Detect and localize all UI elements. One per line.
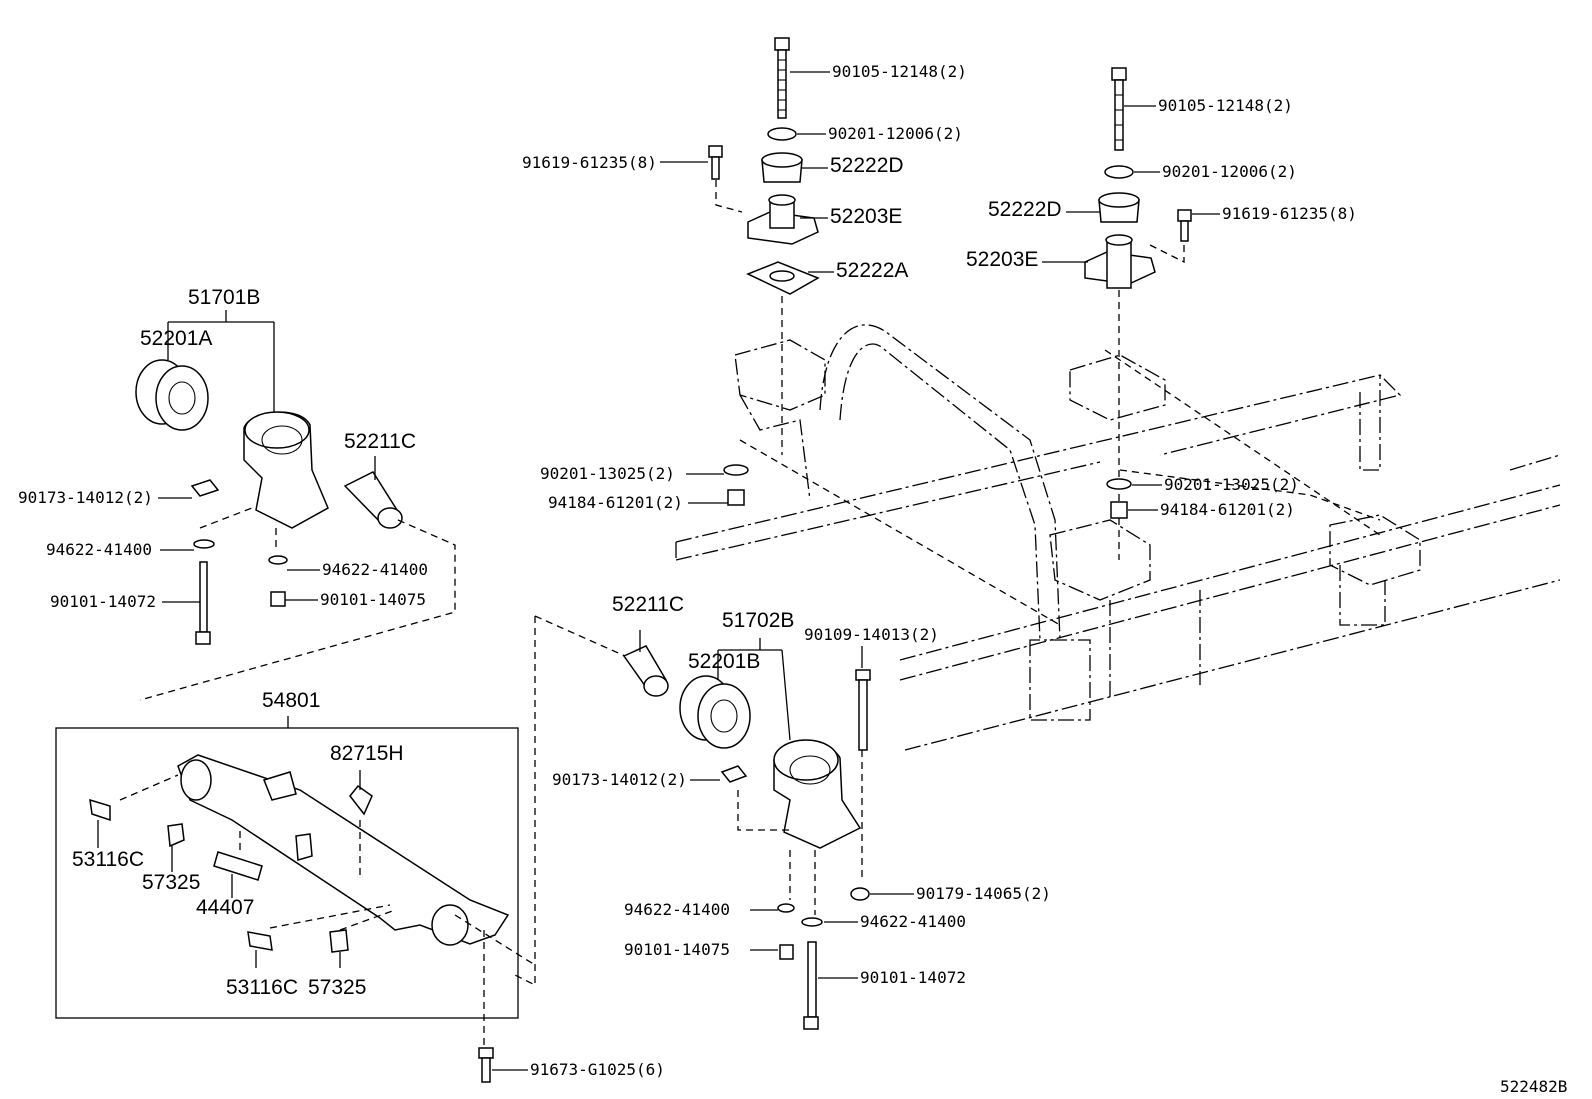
label-44407: 44407 (196, 896, 255, 919)
label-90173-14012-left: 90173-14012(2) (18, 488, 153, 507)
label-51702B: 51702B (722, 609, 795, 632)
label-91619-61235-right: 91619-61235(8) (1222, 204, 1357, 223)
right-bracket-assembly (514, 615, 871, 1030)
label-90173-14012-mid: 90173-14012(2) (552, 770, 687, 789)
label-52211C-left: 52211C (344, 430, 417, 453)
label-90201-12006-top: 90201-12006(2) (828, 124, 963, 143)
label-91673-G1025: 91673-G1025(6) (530, 1060, 665, 1079)
label-90105-12148-right: 90105-12148(2) (1158, 96, 1293, 115)
label-51701B: 51701B (188, 286, 261, 309)
label-94622-41400-c: 94622-41400 (624, 900, 730, 919)
label-90101-14075-left: 90101-14075 (320, 590, 426, 609)
label-52222A: 52222A (836, 259, 909, 282)
label-57325-a: 57325 (142, 871, 201, 894)
label-52222D-top: 52222D (830, 154, 904, 177)
label-91619-61235-left: 91619-61235(8) (522, 153, 657, 172)
54801-group-box (55, 727, 519, 1019)
label-52203E-top: 52203E (830, 205, 903, 228)
label-90101-14072-mid: 90101-14072 (860, 968, 966, 987)
label-90105-12148-top: 90105-12148(2) (832, 62, 967, 81)
diagram-id: 522482B (1500, 1077, 1568, 1096)
left-bracket-assembly (135, 359, 456, 701)
label-52211C-mid: 52211C (612, 593, 685, 616)
vehicle-frame (675, 324, 1561, 751)
label-82715H: 82715H (330, 742, 404, 765)
label-94622-41400-d: 94622-41400 (860, 912, 966, 931)
label-94622-41400-b: 94622-41400 (322, 560, 428, 579)
leader-lines (97, 71, 1220, 1071)
label-53116C-b: 53116C (226, 976, 299, 999)
label-54801: 54801 (262, 689, 321, 712)
label-90201-12006-right: 90201-12006(2) (1162, 162, 1297, 181)
washer-icon (767, 127, 797, 141)
label-90109-14013: 90109-14013(2) (804, 625, 939, 644)
right-mount-assembly (1084, 67, 1381, 560)
label-57325-b: 57325 (308, 976, 367, 999)
bolt-head-icon (774, 37, 790, 51)
label-52201A: 52201A (140, 327, 213, 350)
label-52201B: 52201B (688, 650, 761, 673)
label-52222D-right: 52222D (988, 198, 1062, 221)
top-mount-assembly (708, 37, 1061, 626)
label-90101-14075-mid: 90101-14075 (624, 940, 730, 959)
label-90101-14072-left: 90101-14072 (50, 592, 156, 611)
label-94184-61201-left: 94184-61201(2) (548, 493, 683, 512)
label-90179-14065: 90179-14065(2) (916, 884, 1051, 903)
crossmember-54801 (89, 754, 536, 1055)
label-94622-41400-a: 94622-41400 (46, 540, 152, 559)
label-90201-13025-left: 90201-13025(2) (540, 464, 675, 483)
label-94184-61201-right: 94184-61201(2) (1160, 500, 1295, 519)
label-52203E-right: 52203E (966, 248, 1039, 271)
label-90201-13025-right: 90201-13025(2) (1164, 475, 1299, 494)
label-53116C-a: 53116C (72, 848, 145, 871)
